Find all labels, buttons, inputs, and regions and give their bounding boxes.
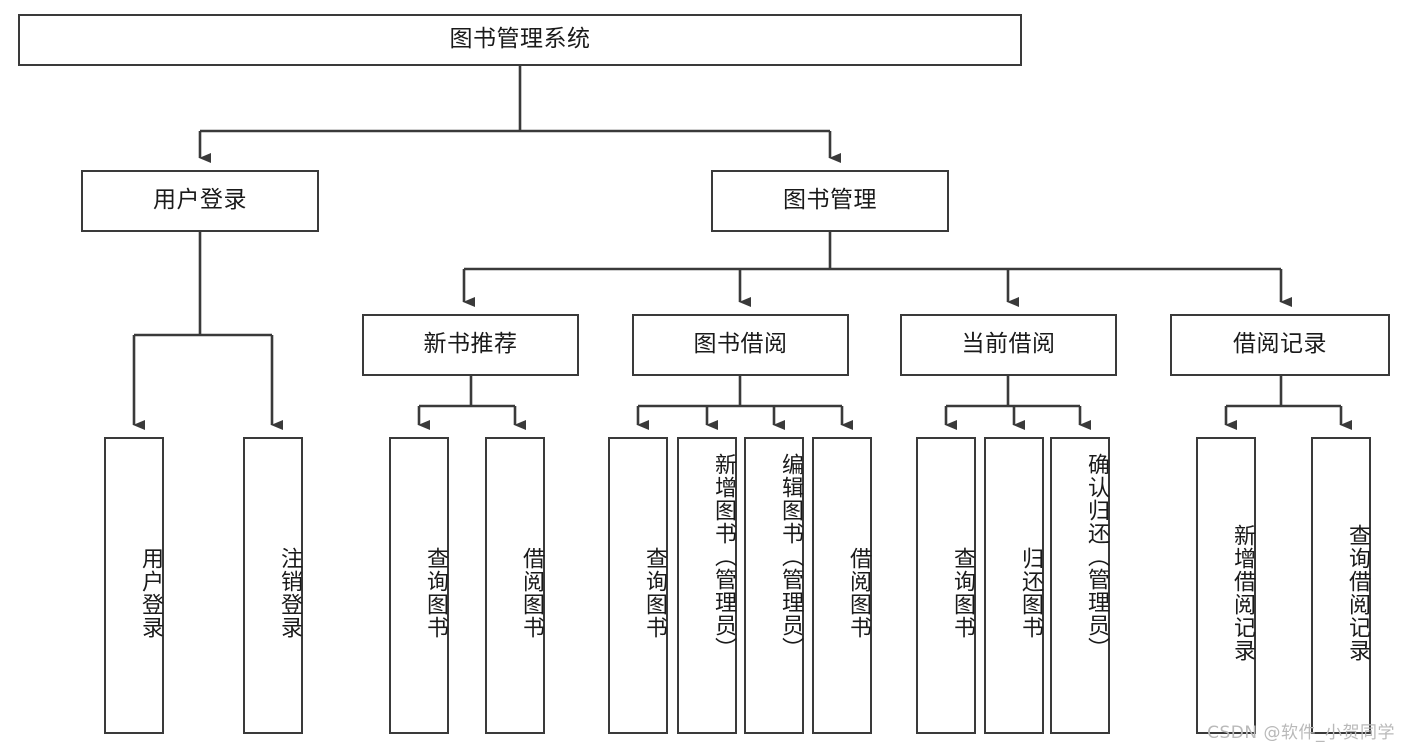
node-leaf-edit-book-label: 编辑图书（管理员） [778, 453, 803, 660]
node-borrow-record[interactable]: 借阅记录 [1170, 314, 1390, 376]
node-leaf-confirm-return[interactable]: 确认归还（管理员） [1050, 437, 1110, 734]
node-leaf-user-login[interactable]: 用户登录 [104, 437, 164, 734]
node-leaf-user-login-label: 用户登录 [138, 546, 163, 639]
node-leaf-query-book-2[interactable]: 查询图书 [608, 437, 668, 734]
node-book-manage-label: 图书管理 [783, 187, 877, 214]
node-leaf-return-book-label: 归还图书 [1018, 546, 1043, 639]
node-leaf-add-record-label: 新增借阅记录 [1230, 523, 1255, 662]
node-leaf-logout-label: 注销登录 [277, 546, 302, 639]
node-leaf-confirm-return-label: 确认归还（管理员） [1084, 453, 1109, 660]
node-current-borrow-label: 当前借阅 [961, 331, 1056, 358]
node-leaf-borrow-book-1[interactable]: 借阅图书 [485, 437, 545, 734]
node-user-login-label: 用户登录 [153, 187, 247, 214]
node-root[interactable]: 图书管理系统 [18, 14, 1022, 66]
node-leaf-borrow-book-1-label: 借阅图书 [519, 546, 544, 639]
node-book-borrow-label: 图书借阅 [693, 331, 788, 358]
node-root-label: 图书管理系统 [449, 26, 591, 53]
node-leaf-add-book-label: 新增图书（管理员） [711, 453, 736, 660]
node-leaf-edit-book[interactable]: 编辑图书（管理员） [744, 437, 804, 734]
node-book-manage[interactable]: 图书管理 [711, 170, 949, 232]
node-new-book-recommend[interactable]: 新书推荐 [362, 314, 579, 376]
node-user-login[interactable]: 用户登录 [81, 170, 319, 232]
node-leaf-query-book-3[interactable]: 查询图书 [916, 437, 976, 734]
node-leaf-query-book-3-label: 查询图书 [950, 546, 975, 639]
node-leaf-borrow-book-2-label: 借阅图书 [846, 546, 871, 639]
node-book-borrow[interactable]: 图书借阅 [632, 314, 849, 376]
node-leaf-query-book-1-label: 查询图书 [423, 546, 448, 639]
node-borrow-record-label: 借阅记录 [1233, 331, 1327, 358]
node-leaf-logout[interactable]: 注销登录 [243, 437, 303, 734]
node-current-borrow[interactable]: 当前借阅 [900, 314, 1117, 376]
node-leaf-query-record-label: 查询借阅记录 [1345, 523, 1370, 662]
node-new-book-recommend-label: 新书推荐 [423, 331, 518, 358]
node-leaf-add-record[interactable]: 新增借阅记录 [1196, 437, 1256, 734]
node-leaf-query-book-1[interactable]: 查询图书 [389, 437, 449, 734]
node-leaf-return-book[interactable]: 归还图书 [984, 437, 1044, 734]
node-leaf-borrow-book-2[interactable]: 借阅图书 [812, 437, 872, 734]
node-leaf-query-record[interactable]: 查询借阅记录 [1311, 437, 1371, 734]
node-leaf-query-book-2-label: 查询图书 [642, 546, 667, 639]
node-leaf-add-book[interactable]: 新增图书（管理员） [677, 437, 737, 734]
